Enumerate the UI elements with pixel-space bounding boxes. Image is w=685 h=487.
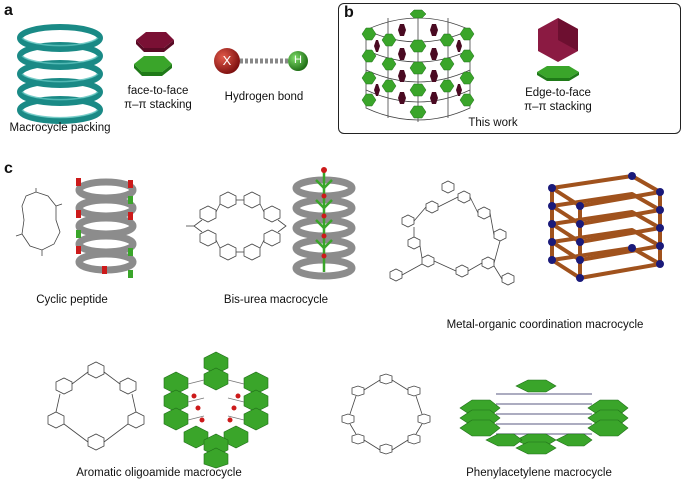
panel-c-letter: c xyxy=(4,160,13,177)
face-to-face-stacking-illustration xyxy=(134,32,174,76)
cyclic-peptide-stack xyxy=(75,178,137,278)
metal-organic-label: Metal-organic coordination macrocycle xyxy=(446,319,644,331)
metal-organic-frame xyxy=(548,172,664,282)
macrocycle-packing-label: Macrocycle packing xyxy=(9,122,111,134)
panel-b-letter: b xyxy=(344,4,354,21)
this-work-label: This work xyxy=(468,117,518,129)
bis-urea-stack xyxy=(292,167,356,280)
hydrogen-bond-label: Hydrogen bond xyxy=(224,91,304,103)
edge-to-face-label-line2: π–π stacking xyxy=(524,101,592,113)
aromatic-oligoamide-stack xyxy=(163,351,269,469)
phenylacetylene-stack xyxy=(459,379,629,455)
x-atom-label: X xyxy=(222,53,232,68)
metal-organic-structure xyxy=(389,180,515,286)
phenylacetylene-label: Phenylacetylene macrocycle xyxy=(466,467,612,479)
panel-b-box xyxy=(338,3,681,134)
aromatic-oligoamide-label: Aromatic oligoamide macrocycle xyxy=(76,467,242,479)
hydrogen-bond-illustration xyxy=(214,48,308,74)
macrocycle-packing-illustration xyxy=(17,24,103,124)
edge-to-face-label-line1: Edge-to-face xyxy=(525,87,591,99)
face-to-face-label-line1: face-to-face xyxy=(127,85,189,97)
panel-a-letter: a xyxy=(4,2,13,19)
aromatic-oligoamide-structure xyxy=(47,361,145,451)
phenylacetylene-structure xyxy=(341,373,431,455)
edge-to-face-stacking-illustration xyxy=(537,18,579,81)
bis-urea-label: Bis-urea macrocycle xyxy=(223,294,329,306)
face-to-face-label-line2: π–π stacking xyxy=(124,99,192,111)
cyclic-peptide-structure xyxy=(15,188,63,256)
bis-urea-structure xyxy=(186,191,287,261)
h-atom-label: H xyxy=(294,54,302,66)
cyclic-peptide-label: Cyclic peptide xyxy=(36,294,108,306)
this-work-assembly-illustration xyxy=(361,9,475,122)
